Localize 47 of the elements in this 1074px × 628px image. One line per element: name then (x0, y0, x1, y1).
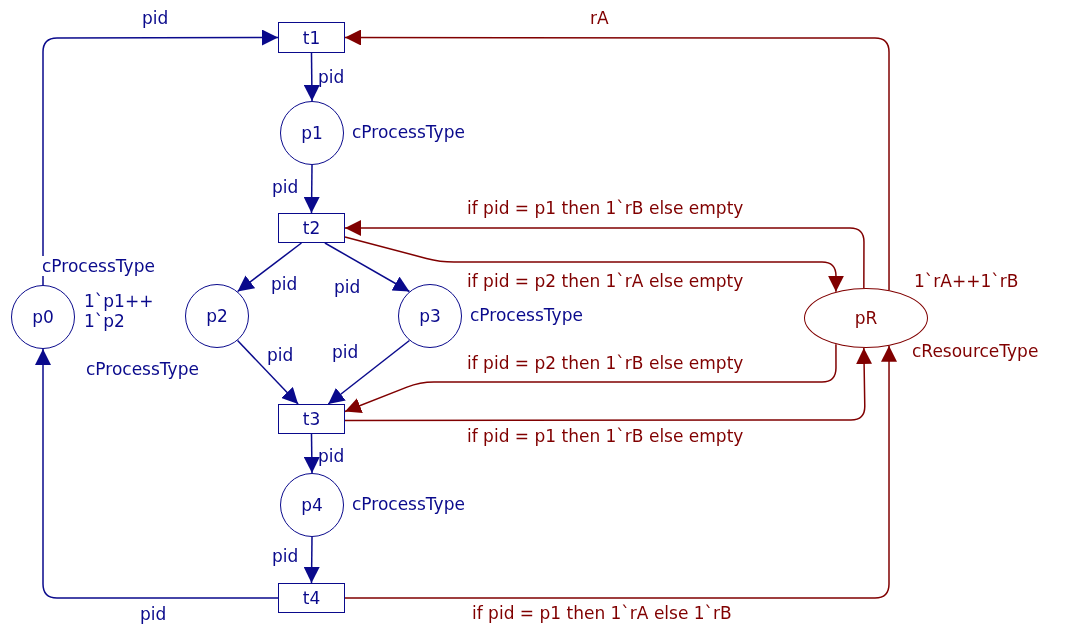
arc-arrow (344, 347, 873, 422)
arc-arrow (35, 348, 279, 599)
place-ellipse: p2 (185, 284, 249, 348)
arc-inscription: pid (140, 604, 167, 625)
arc-inscription: pid (267, 345, 294, 366)
arc-arrow (344, 343, 837, 414)
arc-inscription: rA (590, 8, 609, 29)
colour-set-label: cProcessType (352, 122, 465, 143)
arc-inscription: if pid = p2 then 1`rB else empty (467, 353, 744, 374)
colour-set-label: cProcessType (42, 256, 155, 277)
arc-inscription: if pid = p1 then 1`rB else empty (467, 426, 744, 447)
transition-box: t4 (278, 583, 345, 613)
arc-arrow (344, 220, 865, 289)
arc-inscription: pid (142, 8, 169, 29)
arc-inscription: pid (272, 546, 299, 567)
colour-set-label: cProcessType (352, 494, 465, 515)
arc-arrow (236, 339, 299, 405)
transition-box: t2 (278, 213, 345, 243)
arc-inscription: pid (318, 67, 345, 88)
arc-arrow (303, 52, 320, 102)
arc-inscription: if pid = p1 then 1`rB else empty (467, 198, 744, 219)
arc-inscription: pid (271, 274, 298, 295)
place-ellipse: p1 (280, 101, 344, 165)
arc-inscription: pid (272, 177, 299, 198)
colour-set-label: cProcessType (86, 359, 199, 380)
arc-arrow (344, 29, 890, 291)
arc-arrow (344, 236, 844, 293)
place-ellipse: p3 (398, 284, 462, 348)
transition-box: t1 (278, 22, 345, 53)
transition-box: t3 (278, 404, 345, 434)
colour-set-label: cProcessType (470, 305, 583, 326)
arc-inscription: pid (334, 277, 361, 298)
arc-inscription: pid (318, 446, 345, 467)
place-ellipse: p4 (280, 473, 344, 537)
arc-arrow (303, 164, 320, 214)
arc-inscription: if pid = p2 then 1`rA else empty (467, 271, 744, 292)
arc-inscription: if pid = p1 then 1`rA else 1`rB (472, 603, 732, 624)
arc-arrow (42, 29, 279, 286)
arc-arrow (324, 242, 411, 293)
arc-arrow (327, 339, 411, 405)
place-ellipse: p0 (11, 285, 75, 349)
arc-inscription: pid (332, 342, 359, 363)
arc-arrow (344, 345, 897, 599)
arc-arrow (303, 433, 320, 474)
colour-set-label: cResourceType (912, 341, 1039, 362)
arc-arrow (236, 242, 303, 293)
arc-arrow (303, 536, 320, 584)
